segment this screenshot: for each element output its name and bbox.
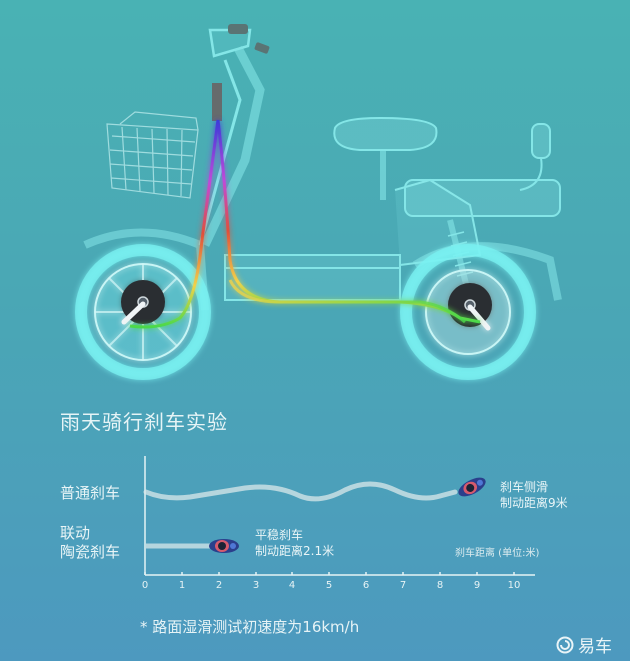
- watermark-text: 易车: [578, 637, 612, 657]
- x-tick: 7: [399, 580, 407, 591]
- row-label-standard-brake: 普通刹车: [60, 484, 121, 502]
- row-label-ceramic-brake: 联动 陶瓷刹车: [60, 524, 121, 561]
- brake-cables: [129, 119, 481, 329]
- x-tick: 2: [215, 580, 223, 591]
- x-tick: 1: [178, 580, 186, 591]
- x-tick: 8: [436, 580, 444, 591]
- brake-distance-chart: [143, 456, 535, 576]
- footnote: * 路面湿滑测试初速度为16km/h: [140, 618, 360, 636]
- rider-skidding-icon: [458, 477, 486, 497]
- x-tick: 4: [288, 580, 296, 591]
- x-tick: 5: [325, 580, 333, 591]
- skid-trail: [143, 481, 458, 502]
- x-tick: 10: [507, 580, 521, 591]
- scooter-illustration: [75, 24, 562, 380]
- x-tick: 9: [473, 580, 481, 591]
- basket: [106, 111, 199, 199]
- watermark: 易车: [556, 632, 612, 657]
- rider-stable-icon: [209, 539, 239, 553]
- x-tick: 3: [252, 580, 260, 591]
- x-tick: 0: [141, 580, 149, 591]
- axis-unit-label: 刹车距离 (单位:米): [455, 548, 540, 559]
- annotation-ceramic-brake: 平稳刹车 制动距离2.1米: [255, 528, 335, 558]
- chart-title: 雨天骑行刹车实验: [60, 410, 228, 434]
- x-tick: 6: [362, 580, 370, 591]
- yiche-logo-icon: [556, 636, 574, 653]
- annotation-standard-brake: 刹车侧滑 制动距离9米: [500, 480, 568, 510]
- rear-wheel: [400, 244, 536, 380]
- front-wheel: [75, 244, 211, 380]
